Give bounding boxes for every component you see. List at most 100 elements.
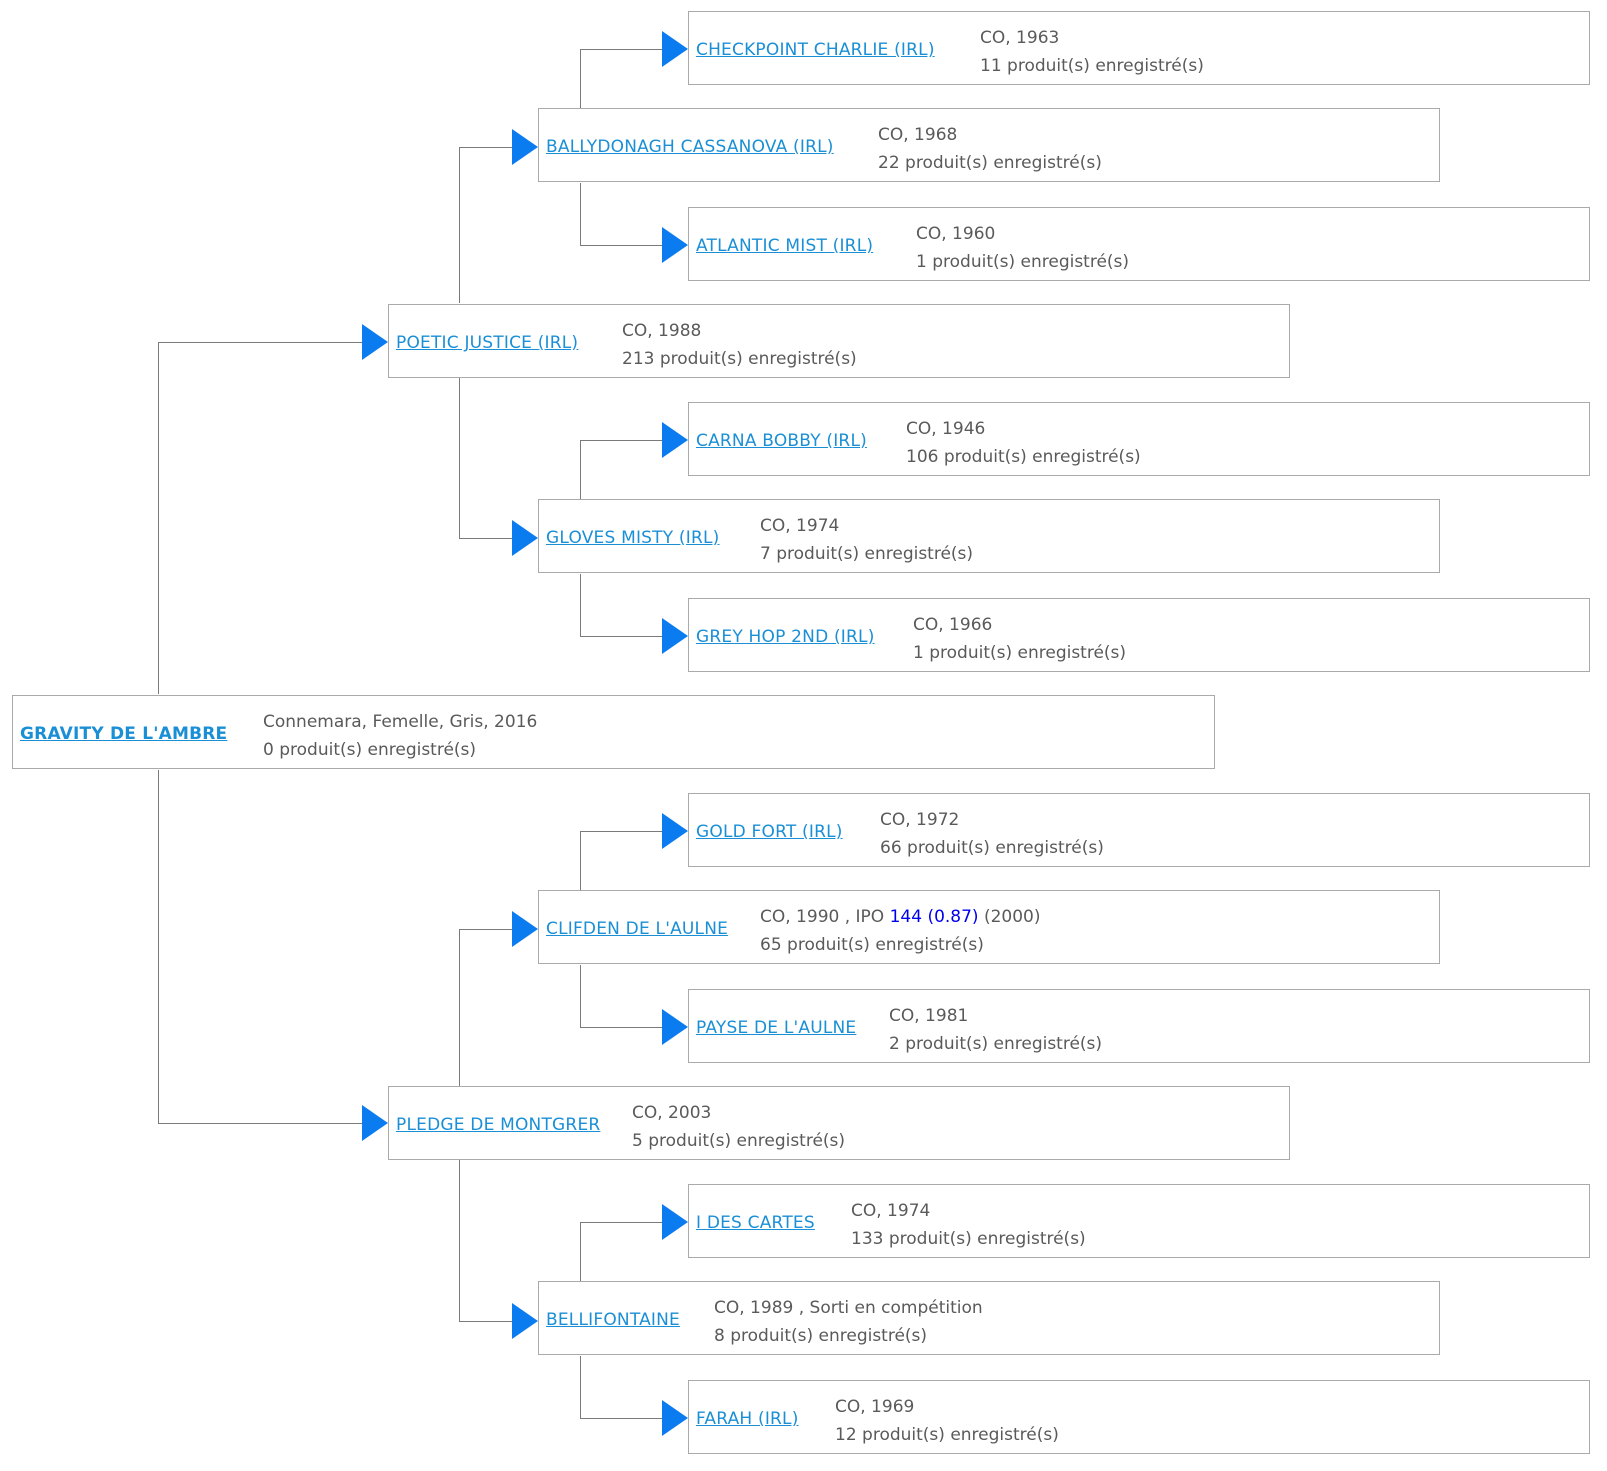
horse-info: CO, 1990 , IPO 144 (0.87) (2000) 65 prod…: [760, 903, 1041, 959]
horse-info: CO, 1969 12 produit(s) enregistré(s): [835, 1393, 1059, 1449]
offspring-count: 11 produit(s) enregistré(s): [980, 56, 1204, 76]
horse-details: CO, 1966: [913, 615, 993, 635]
horse-info: CO, 2003 5 produit(s) enregistré(s): [632, 1099, 845, 1155]
connector: [580, 183, 581, 245]
arrow-icon: [512, 129, 538, 165]
horse-details: CO, 1972: [880, 810, 960, 830]
arrow-icon: [662, 813, 688, 849]
horse-info: CO, 1960 1 produit(s) enregistré(s): [916, 220, 1129, 276]
arrow-icon: [662, 618, 688, 654]
offspring-count: 66 produit(s) enregistré(s): [880, 838, 1104, 858]
connector: [459, 147, 460, 303]
offspring-count: 5 produit(s) enregistré(s): [632, 1131, 846, 1151]
horse-link[interactable]: CHECKPOINT CHARLIE (IRL): [696, 40, 935, 60]
arrow-icon: [362, 324, 388, 360]
arrow-icon: [662, 422, 688, 458]
horse-details-text: CO, 1990 , IPO: [760, 907, 890, 927]
horse-link[interactable]: POETIC JUSTICE (IRL): [396, 333, 579, 353]
connector: [580, 440, 662, 441]
connector: [158, 342, 362, 343]
horse-details: CO, 1974: [851, 1201, 931, 1221]
horse-info: CO, 1946 106 produit(s) enregistré(s): [906, 415, 1141, 471]
arrow-icon: [662, 1204, 688, 1240]
arrow-icon: [662, 227, 688, 263]
horse-info: CO, 1989 , Sorti en compétition 8 produi…: [714, 1294, 983, 1350]
horse-info: CO, 1972 66 produit(s) enregistré(s): [880, 806, 1104, 862]
horse-card-ddd: FARAH (IRL) CO, 1969 12 produit(s) enreg…: [688, 1380, 1590, 1454]
ipo-value: 144 (0.87): [889, 907, 979, 927]
connector: [459, 538, 512, 539]
horse-link[interactable]: PAYSE DE L'AULNE: [696, 1018, 857, 1038]
horse-info: CO, 1981 2 produit(s) enregistré(s): [889, 1002, 1102, 1058]
horse-info: CO, 1974 7 produit(s) enregistré(s): [760, 512, 973, 568]
offspring-count: 0 produit(s) enregistré(s): [263, 740, 477, 760]
horse-info: CO, 1966 1 produit(s) enregistré(s): [913, 611, 1126, 667]
offspring-count: 1 produit(s) enregistré(s): [916, 252, 1130, 272]
horse-link[interactable]: BELLIFONTAINE: [546, 1310, 681, 1330]
horse-info: CO, 1968 22 produit(s) enregistré(s): [878, 121, 1102, 177]
connector: [580, 245, 662, 246]
offspring-count: 2 produit(s) enregistré(s): [889, 1034, 1103, 1054]
horse-link[interactable]: I DES CARTES: [696, 1213, 815, 1233]
horse-card-dam: PLEDGE DE MONTGRER CO, 2003 5 produit(s)…: [388, 1086, 1290, 1160]
connector: [459, 929, 460, 1086]
connector: [459, 147, 512, 148]
horse-card-dam-sire: CLIFDEN DE L'AULNE CO, 1990 , IPO 144 (0…: [538, 890, 1440, 964]
horse-card-sire-dam: GLOVES MISTY (IRL) CO, 1974 7 produit(s)…: [538, 499, 1440, 573]
arrow-icon: [662, 1400, 688, 1436]
horse-card-dds: I DES CARTES CO, 1974 133 produit(s) enr…: [688, 1184, 1590, 1258]
connector: [580, 49, 662, 50]
offspring-count: 213 produit(s) enregistré(s): [622, 349, 857, 369]
arrow-icon: [512, 911, 538, 947]
horse-details: CO, 1969: [835, 1397, 915, 1417]
horse-card-dsd: PAYSE DE L'AULNE CO, 1981 2 produit(s) e…: [688, 989, 1590, 1063]
horse-details: CO, 1946: [906, 419, 986, 439]
connector: [580, 1027, 662, 1028]
connector: [459, 1160, 460, 1321]
horse-details: CO, 1981: [889, 1006, 969, 1026]
horse-card-dss: GOLD FORT (IRL) CO, 1972 66 produit(s) e…: [688, 793, 1590, 867]
horse-details: CO, 1989 , Sorti en compétition: [714, 1298, 983, 1318]
horse-details: CO, 2003: [632, 1103, 712, 1123]
horse-link[interactable]: BALLYDONAGH CASSANOVA (IRL): [546, 137, 834, 157]
connector: [158, 342, 159, 694]
connector: [459, 377, 460, 538]
offspring-count: 8 produit(s) enregistré(s): [714, 1326, 928, 1346]
connector: [158, 770, 159, 1124]
horse-details: CO, 1988: [622, 321, 702, 341]
horse-link[interactable]: ATLANTIC MIST (IRL): [696, 236, 874, 256]
offspring-count: 1 produit(s) enregistré(s): [913, 643, 1127, 663]
connector: [580, 440, 581, 499]
connector: [580, 1222, 662, 1223]
horse-link[interactable]: PLEDGE DE MONTGRER: [396, 1115, 601, 1135]
horse-info: Connemara, Femelle, Gris, 2016 0 produit…: [263, 708, 537, 764]
horse-card-root: GRAVITY DE L'AMBRE Connemara, Femelle, G…: [12, 695, 1215, 769]
arrow-icon: [662, 1009, 688, 1045]
horse-link[interactable]: GLOVES MISTY (IRL): [546, 528, 720, 548]
horse-details-year: (2000): [978, 907, 1041, 927]
connector: [580, 636, 662, 637]
horse-info: CO, 1988 213 produit(s) enregistré(s): [622, 317, 857, 373]
connector: [580, 1418, 662, 1419]
connector: [580, 965, 581, 1027]
horse-link[interactable]: CLIFDEN DE L'AULNE: [546, 919, 729, 939]
horse-link[interactable]: GREY HOP 2ND (IRL): [696, 627, 875, 647]
horse-link[interactable]: GRAVITY DE L'AMBRE: [20, 724, 228, 744]
horse-link[interactable]: FARAH (IRL): [696, 1409, 799, 1429]
connector: [580, 831, 662, 832]
connector: [580, 574, 581, 636]
horse-details: Connemara, Femelle, Gris, 2016: [263, 712, 538, 732]
horse-link[interactable]: GOLD FORT (IRL): [696, 822, 843, 842]
offspring-count: 22 produit(s) enregistré(s): [878, 153, 1102, 173]
connector: [580, 1222, 581, 1281]
horse-link[interactable]: CARNA BOBBY (IRL): [696, 431, 867, 451]
horse-card-sdd: GREY HOP 2ND (IRL) CO, 1966 1 produit(s)…: [688, 598, 1590, 672]
horse-card-sire: POETIC JUSTICE (IRL) CO, 1988 213 produi…: [388, 304, 1290, 378]
horse-details: CO, 1990 , IPO 144 (0.87) (2000): [760, 903, 1041, 931]
horse-card-sds: CARNA BOBBY (IRL) CO, 1946 106 produit(s…: [688, 402, 1590, 476]
arrow-icon: [512, 1303, 538, 1339]
arrow-icon: [662, 31, 688, 67]
connector: [158, 1123, 362, 1124]
arrow-icon: [362, 1105, 388, 1141]
